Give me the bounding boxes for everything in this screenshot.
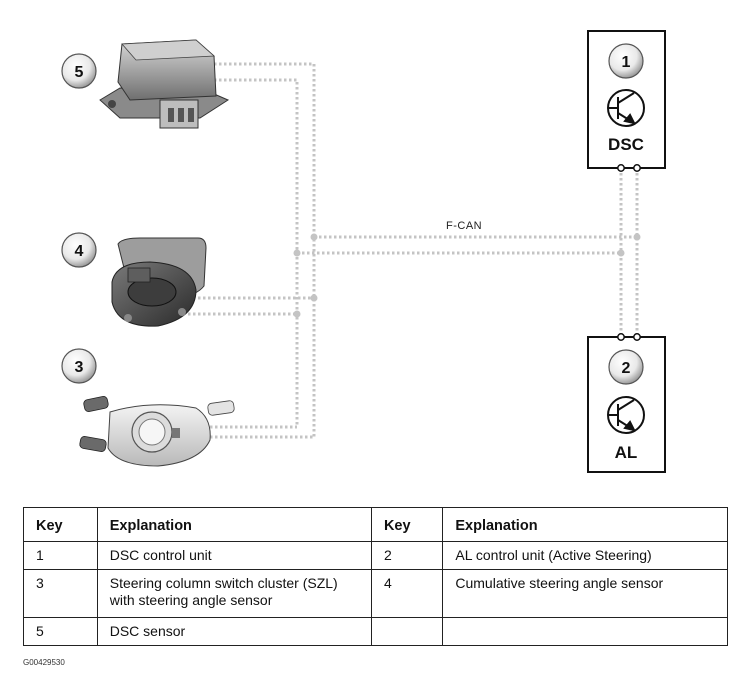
number-badge-2: 2	[608, 349, 644, 385]
key-cell: 5	[23, 617, 98, 646]
wire-junctions	[293, 233, 641, 318]
transistor-icon	[607, 89, 645, 127]
wiring-diagram: F-CAN 1 DSC 2	[61, 30, 666, 473]
key-column-header: Key	[23, 507, 98, 542]
f-can-label: F-CAN	[446, 220, 482, 232]
number-badge-1: 1	[608, 43, 644, 79]
explanation-cell: Steering column switch cluster (SZL) wit…	[96, 569, 372, 618]
svg-text:2: 2	[622, 360, 631, 377]
figure-code: G00429530	[23, 658, 65, 667]
svg-text:5: 5	[75, 64, 84, 81]
svg-text:4: 4	[75, 243, 84, 260]
number-badge-5: 5	[61, 53, 97, 89]
number-badge-4: 4	[61, 232, 97, 268]
al-control-unit: 2 AL	[587, 333, 666, 473]
steering-column-switch-cluster-component: 3	[61, 348, 235, 467]
explanation-cell: Cumulative steering angle sensor	[442, 569, 728, 618]
explanation-cell: DSC sensor	[96, 617, 372, 646]
explanation-column-header: Explanation	[442, 507, 728, 542]
key-cell: 2	[370, 541, 444, 570]
key-table: Key Explanation Key Explanation 1 DSC co…	[23, 507, 728, 646]
switch-cluster-image	[79, 395, 235, 467]
cumulative-angle-sensor-image	[111, 237, 207, 327]
dsc-control-unit: 1 DSC	[587, 30, 666, 172]
table-row: 3 Steering column switch cluster (SZL) w…	[23, 569, 728, 618]
wiring-harness	[188, 62, 639, 439]
explanation-cell: DSC control unit	[96, 541, 372, 570]
key-table-header-row: Key Explanation Key Explanation	[23, 507, 728, 542]
svg-text:3: 3	[75, 359, 84, 376]
explanation-cell	[442, 617, 728, 646]
transistor-icon	[607, 396, 645, 434]
explanation-cell: AL control unit (Active Steering)	[442, 541, 728, 570]
table-row: 1 DSC control unit 2 AL control unit (Ac…	[23, 541, 728, 570]
key-column-header: Key	[370, 507, 444, 542]
key-cell: 1	[23, 541, 98, 570]
explanation-column-header: Explanation	[96, 507, 372, 542]
key-cell: 4	[370, 569, 444, 618]
key-cell	[370, 617, 444, 646]
al-unit-label: AL	[615, 443, 638, 462]
table-row: 5 DSC sensor	[23, 617, 728, 646]
key-cell: 3	[23, 569, 98, 618]
dsc-sensor-image	[99, 39, 230, 129]
svg-text:1: 1	[622, 54, 631, 71]
dsc-sensor-component: 5	[61, 39, 230, 129]
cumulative-angle-sensor-component: 4	[61, 232, 207, 327]
dsc-unit-label: DSC	[608, 135, 644, 154]
number-badge-3: 3	[61, 348, 97, 384]
